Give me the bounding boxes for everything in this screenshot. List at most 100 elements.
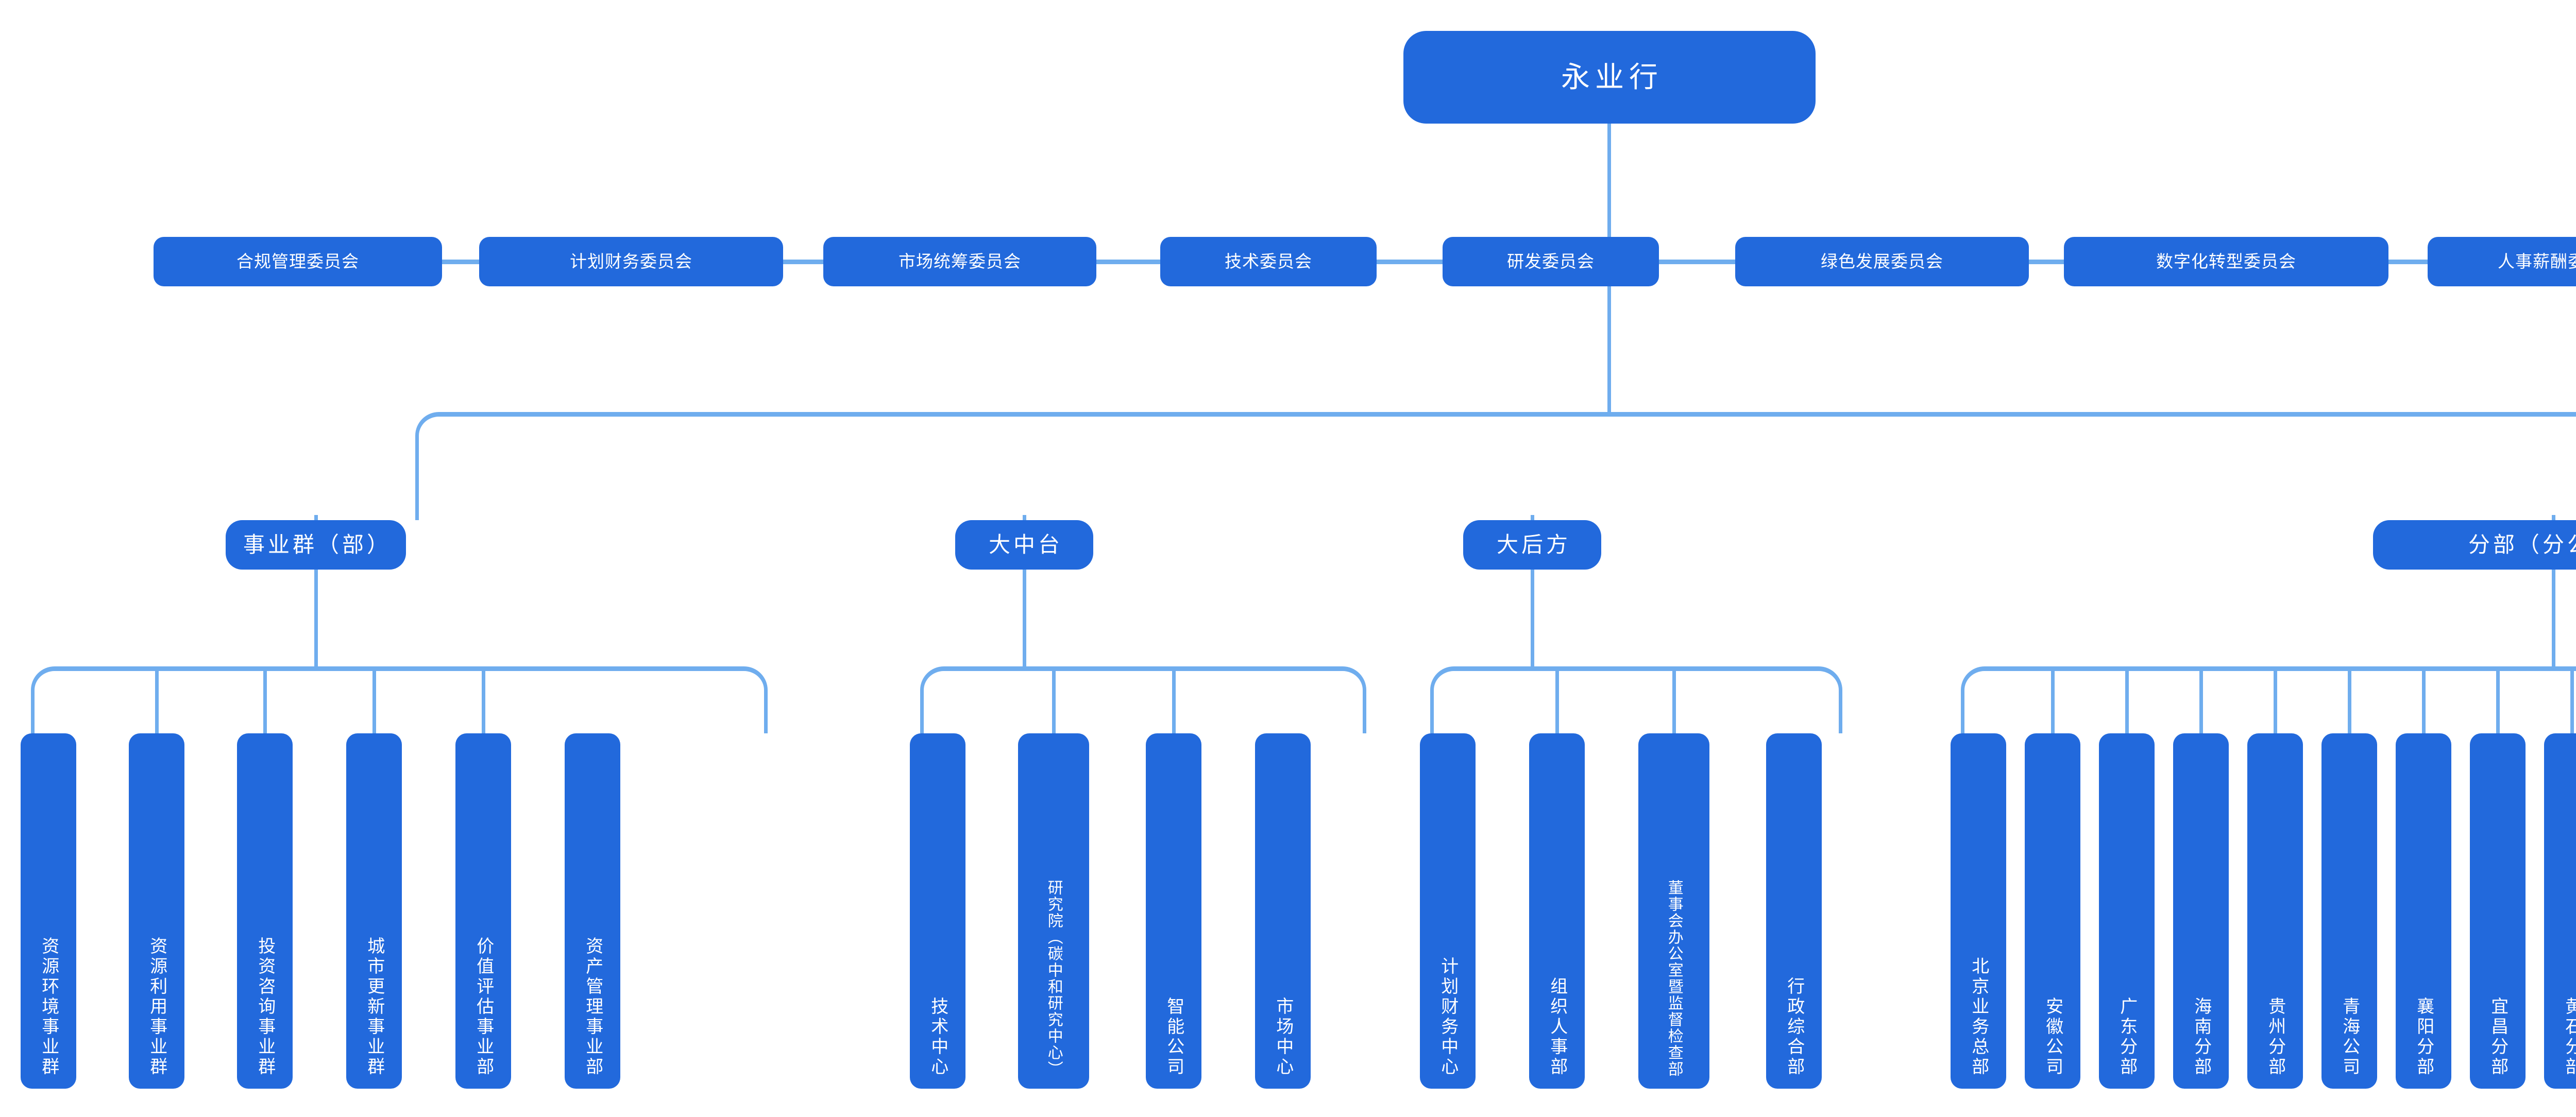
connector-bus-to-leaf	[2125, 671, 2129, 733]
connector-bus-to-leaf	[1555, 671, 1559, 733]
leaf-node-label: 价值评估事业部	[473, 937, 494, 1077]
leaf-node[interactable]: 市场中心	[1255, 733, 1311, 1089]
leaf-node[interactable]: 黄石分部	[2544, 733, 2576, 1089]
committee-node-label: 数字化转型委员会	[2156, 251, 2296, 271]
connector-bus-to-leaf	[155, 671, 159, 733]
leaf-node[interactable]: 襄阳分部	[2396, 733, 2451, 1089]
connector-bus-to-group	[1530, 515, 1534, 522]
committee-node-label: 技术委员会	[1225, 251, 1312, 271]
group-node[interactable]: 事业群（部）	[226, 520, 406, 570]
leaf-node-label: 技术中心	[928, 997, 948, 1077]
leaf-node[interactable]: 贵州分部	[2247, 733, 2303, 1089]
committee-node-label: 计划财务委员会	[570, 251, 692, 271]
leaf-node[interactable]: 资源环境事业群	[21, 733, 76, 1089]
leaf-node-label: 行政综合部	[1784, 977, 1804, 1077]
group-node[interactable]: 大中台	[955, 520, 1093, 570]
leaf-node-label: 计划财务中心	[1438, 957, 1458, 1077]
leaf-node-label: 研究院（碳中和研究中心）	[1045, 880, 1062, 1077]
committee-node-label: 绿色发展委员会	[1821, 251, 1943, 271]
leaf-node-label: 投资咨询事业群	[255, 937, 275, 1077]
committee-node-label: 合规管理委员会	[236, 251, 359, 271]
leaf-node-label: 广东分部	[2117, 997, 2137, 1077]
committee-node[interactable]: 绿色发展委员会	[1735, 237, 2029, 286]
leaf-node[interactable]: 技术中心	[910, 733, 965, 1089]
group-node[interactable]: 分部（分公司）	[2373, 520, 2576, 570]
leaf-node-label: 安徽公司	[2043, 997, 2063, 1077]
leaf-node[interactable]: 计划财务中心	[1420, 733, 1476, 1089]
committee-link	[783, 260, 823, 264]
committee-link	[1096, 260, 1160, 264]
connector-bus-to-leaf	[2199, 671, 2203, 733]
committee-node[interactable]: 合规管理委员会	[154, 237, 442, 286]
connector-bus-to-leaf	[2421, 671, 2426, 733]
leaf-bus	[1961, 666, 2576, 733]
leaf-node[interactable]: 价值评估事业部	[455, 733, 511, 1089]
leaf-node[interactable]: 北京业务总部	[1951, 733, 2006, 1089]
root-node[interactable]: 永业行	[1403, 31, 1816, 124]
committee-node[interactable]: 数字化转型委员会	[2064, 237, 2388, 286]
leaf-node[interactable]: 研究院（碳中和研究中心）	[1018, 733, 1089, 1089]
committee-node[interactable]: 研发委员会	[1443, 237, 1659, 286]
connector-bus-to-group	[1022, 515, 1026, 522]
group-node-label: 分部（分公司）	[2468, 532, 2576, 557]
leaf-node-label: 宜昌分部	[2488, 997, 2508, 1077]
root-node-label: 永业行	[1561, 60, 1663, 93]
committee-link	[442, 260, 479, 264]
connector-group-to-leafbus	[314, 570, 318, 671]
connector-bus-to-leaf	[2273, 671, 2277, 733]
leaf-node[interactable]: 董事会办公室暨监督检查部	[1638, 733, 1709, 1089]
leaf-node-label: 资产管理事业部	[583, 937, 603, 1077]
leaf-node[interactable]: 组织人事部	[1529, 733, 1585, 1089]
leaf-node-label: 组织人事部	[1547, 977, 1567, 1077]
connector-bus-to-group	[314, 515, 318, 522]
connector-bus-to-leaf	[2570, 671, 2574, 733]
committee-link	[1659, 260, 1735, 264]
committee-node[interactable]: 人事薪酬委员会	[2428, 237, 2576, 286]
committee-node[interactable]: 技术委员会	[1160, 237, 1377, 286]
leaf-node[interactable]: 投资咨询事业群	[237, 733, 293, 1089]
connector-bus-to-leaf	[1052, 671, 1056, 733]
connector-group-to-leafbus	[2551, 570, 2555, 671]
leaf-node-label: 海南分部	[2191, 997, 2211, 1077]
connector-bus-to-leaf	[481, 671, 485, 733]
connector-committees-to-divisions	[1607, 286, 1611, 415]
group-node-label: 大中台	[988, 532, 1063, 557]
committee-link	[1377, 260, 1443, 264]
committee-node-label: 研发委员会	[1507, 251, 1595, 271]
group-node-label: 事业群（部）	[243, 532, 392, 557]
leaf-node-label: 北京业务总部	[1969, 957, 1989, 1077]
division-bus	[415, 412, 2576, 520]
committee-node[interactable]: 计划财务委员会	[479, 237, 783, 286]
connector-group-to-leafbus	[1022, 570, 1026, 671]
leaf-node-label: 贵州分部	[2265, 997, 2285, 1077]
leaf-node[interactable]: 青海公司	[2321, 733, 2377, 1089]
leaf-node[interactable]: 资产管理事业部	[565, 733, 620, 1089]
leaf-node-label: 智能公司	[1164, 997, 1184, 1077]
leaf-node[interactable]: 宜昌分部	[2470, 733, 2526, 1089]
leaf-node[interactable]: 城市更新事业群	[346, 733, 402, 1089]
group-node[interactable]: 大后方	[1463, 520, 1601, 570]
leaf-node[interactable]: 资源利用事业群	[129, 733, 184, 1089]
leaf-node-label: 城市更新事业群	[364, 937, 384, 1077]
leaf-node[interactable]: 行政综合部	[1766, 733, 1822, 1089]
leaf-node-label: 黄石分部	[2562, 997, 2576, 1077]
leaf-node-label: 资源环境事业群	[39, 937, 59, 1077]
leaf-node-label: 资源利用事业群	[147, 937, 167, 1077]
connector-bus-to-leaf	[372, 671, 376, 733]
committee-node[interactable]: 市场统筹委员会	[823, 237, 1096, 286]
leaf-node[interactable]: 海南分部	[2173, 733, 2229, 1089]
connector-group-to-leafbus	[1530, 570, 1534, 671]
leaf-node-label: 董事会办公室暨监督检查部	[1665, 880, 1683, 1077]
leaf-bus	[1430, 666, 1842, 733]
leaf-node[interactable]: 智能公司	[1146, 733, 1201, 1089]
committee-node-label: 市场统筹委员会	[899, 251, 1021, 271]
leaf-node-label: 青海公司	[2340, 997, 2360, 1077]
connector-bus-to-leaf	[263, 671, 267, 733]
connector-bus-to-leaf	[1172, 671, 1176, 733]
committee-node-label: 人事薪酬委员会	[2498, 251, 2576, 271]
group-node-label: 大后方	[1496, 532, 1571, 557]
connector-bus-to-leaf	[1672, 671, 1676, 733]
leaf-node[interactable]: 安徽公司	[2025, 733, 2080, 1089]
committee-link	[2029, 260, 2064, 264]
leaf-node[interactable]: 广东分部	[2099, 733, 2155, 1089]
